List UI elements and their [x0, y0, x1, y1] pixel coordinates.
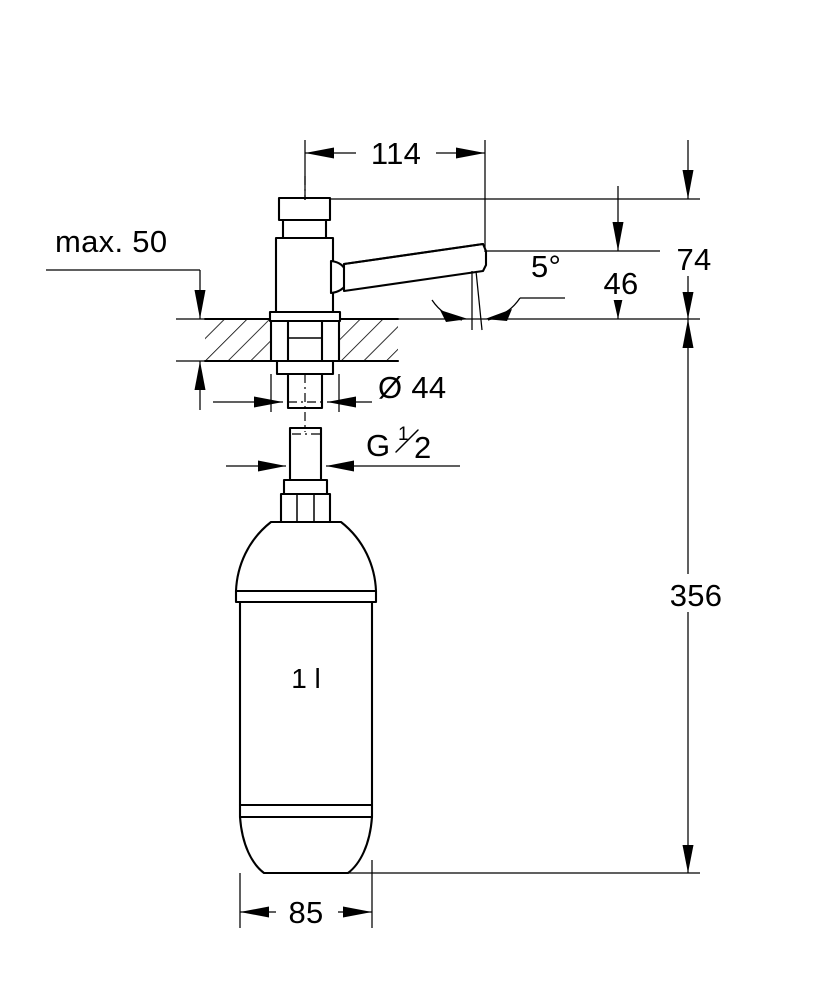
arrow-down-top: [682, 170, 694, 199]
lock-nut: [275, 359, 335, 376]
pump-body: [274, 236, 335, 317]
fraction-slash: [395, 429, 419, 453]
bottle-base: [238, 815, 374, 875]
max-thickness-label: max. 50: [55, 224, 167, 259]
arrow-right: [254, 396, 283, 408]
thread-fraction-denominator: 2: [414, 430, 432, 465]
pump-head: [268, 196, 342, 323]
arrow-right: [343, 906, 372, 918]
arrow-right: [456, 147, 485, 159]
wall-hatch-right: [338, 318, 398, 362]
max-mounting-thickness-dimension: max. 50: [46, 224, 243, 410]
bottle-assembly: 1 l: [234, 520, 378, 875]
spout-height-dimension: 46: [588, 186, 654, 319]
arrow-down: [194, 290, 206, 319]
bottle-base-seam: [238, 803, 374, 819]
thread-size-dimension: G 1 2: [226, 422, 462, 472]
thread-body: [288, 426, 323, 482]
pump-cap: [277, 196, 332, 222]
spout-reach-dimension: 114: [304, 133, 486, 252]
arrow-up: [194, 361, 206, 390]
overall-height-label: 356: [670, 578, 723, 613]
shank-outer: [269, 319, 341, 363]
arrow-left: [305, 147, 334, 159]
arrow-down-bottom: [612, 295, 624, 319]
head-height-dimension: 74: [660, 140, 728, 319]
bottle-diameter-label: 85: [288, 895, 323, 930]
thread-size-label: G: [366, 428, 390, 463]
arrow-up: [682, 319, 694, 348]
escutcheon-diameter-dimension: Ø 44: [213, 368, 482, 412]
arrow-right: [258, 460, 286, 472]
spout-reach-label: 114: [371, 136, 421, 171]
pump-collar: [281, 218, 328, 240]
arrow-left: [326, 460, 354, 472]
thread-shoulder: [282, 478, 329, 496]
wall-hatch-left: [205, 318, 273, 362]
arrow-arc-left: [440, 310, 468, 322]
escutcheon-diameter-label: Ø 44: [378, 370, 446, 405]
bottle-body: [238, 600, 374, 807]
thread-fraction-numerator: 1: [398, 424, 409, 445]
arrow-down-bottom: [682, 292, 694, 319]
dispenser-lever: [329, 242, 488, 295]
head-height-label: 74: [676, 242, 711, 277]
arrow-down: [682, 845, 694, 873]
escutcheon-flange: [268, 310, 342, 323]
spout-height-label: 46: [603, 266, 638, 301]
thread-knurl: [279, 492, 332, 524]
bottle-seam: [234, 589, 378, 604]
arrow-left: [240, 906, 269, 918]
arrow-down-top: [612, 222, 624, 251]
spout-angle-label: 5°: [531, 249, 561, 284]
bottle-diameter-dimension: 85: [239, 860, 373, 930]
arrow-left: [327, 396, 356, 408]
overall-height-dimension: 356: [348, 319, 744, 874]
arrow-arc-right: [485, 309, 512, 321]
bottle-volume-label: 1 l: [291, 663, 321, 694]
spout-angle-dimension: 5°: [431, 249, 565, 331]
